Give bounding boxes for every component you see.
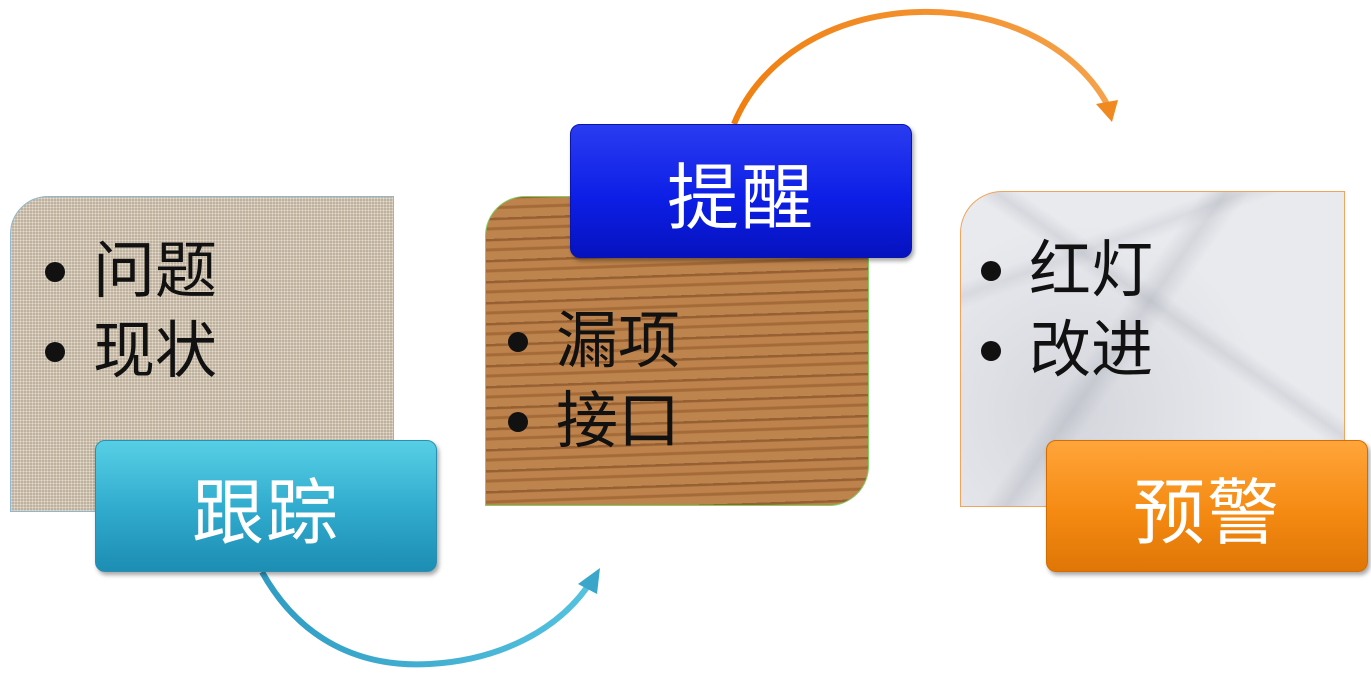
bullet-list-remind: 漏项 接口 [494, 301, 680, 461]
arrow-remind-to-warn [731, 8, 1118, 126]
bullet-dot-icon [981, 261, 1001, 281]
label-remind: 提醒 [570, 124, 912, 258]
bullet-text: 接口 [556, 384, 681, 457]
bullet-dot-icon [45, 342, 65, 362]
bullet-item: 红灯 [967, 230, 1153, 310]
bullet-text: 改进 [1029, 313, 1154, 386]
bullet-text: 现状 [93, 314, 218, 387]
bullet-item: 改进 [967, 310, 1153, 390]
bullet-text: 红灯 [1029, 233, 1154, 306]
bullet-dot-icon [981, 341, 1001, 361]
bullet-dot-icon [508, 332, 528, 352]
bullet-dot-icon [45, 262, 65, 282]
bullet-dot-icon [508, 412, 528, 432]
label-track: 跟踪 [95, 440, 437, 572]
label-warn: 预警 [1046, 440, 1368, 572]
bullet-item: 问题 [31, 231, 217, 311]
arrow-track-to-remind [259, 568, 600, 668]
bullet-list-warn: 红灯 改进 [967, 230, 1153, 390]
bullet-text: 问题 [93, 234, 218, 307]
bullet-item: 现状 [31, 311, 217, 391]
bullet-item: 漏项 [494, 301, 680, 381]
bullet-item: 接口 [494, 381, 680, 461]
bullet-list-track: 问题 现状 [31, 231, 217, 391]
bullet-text: 漏项 [556, 304, 681, 377]
